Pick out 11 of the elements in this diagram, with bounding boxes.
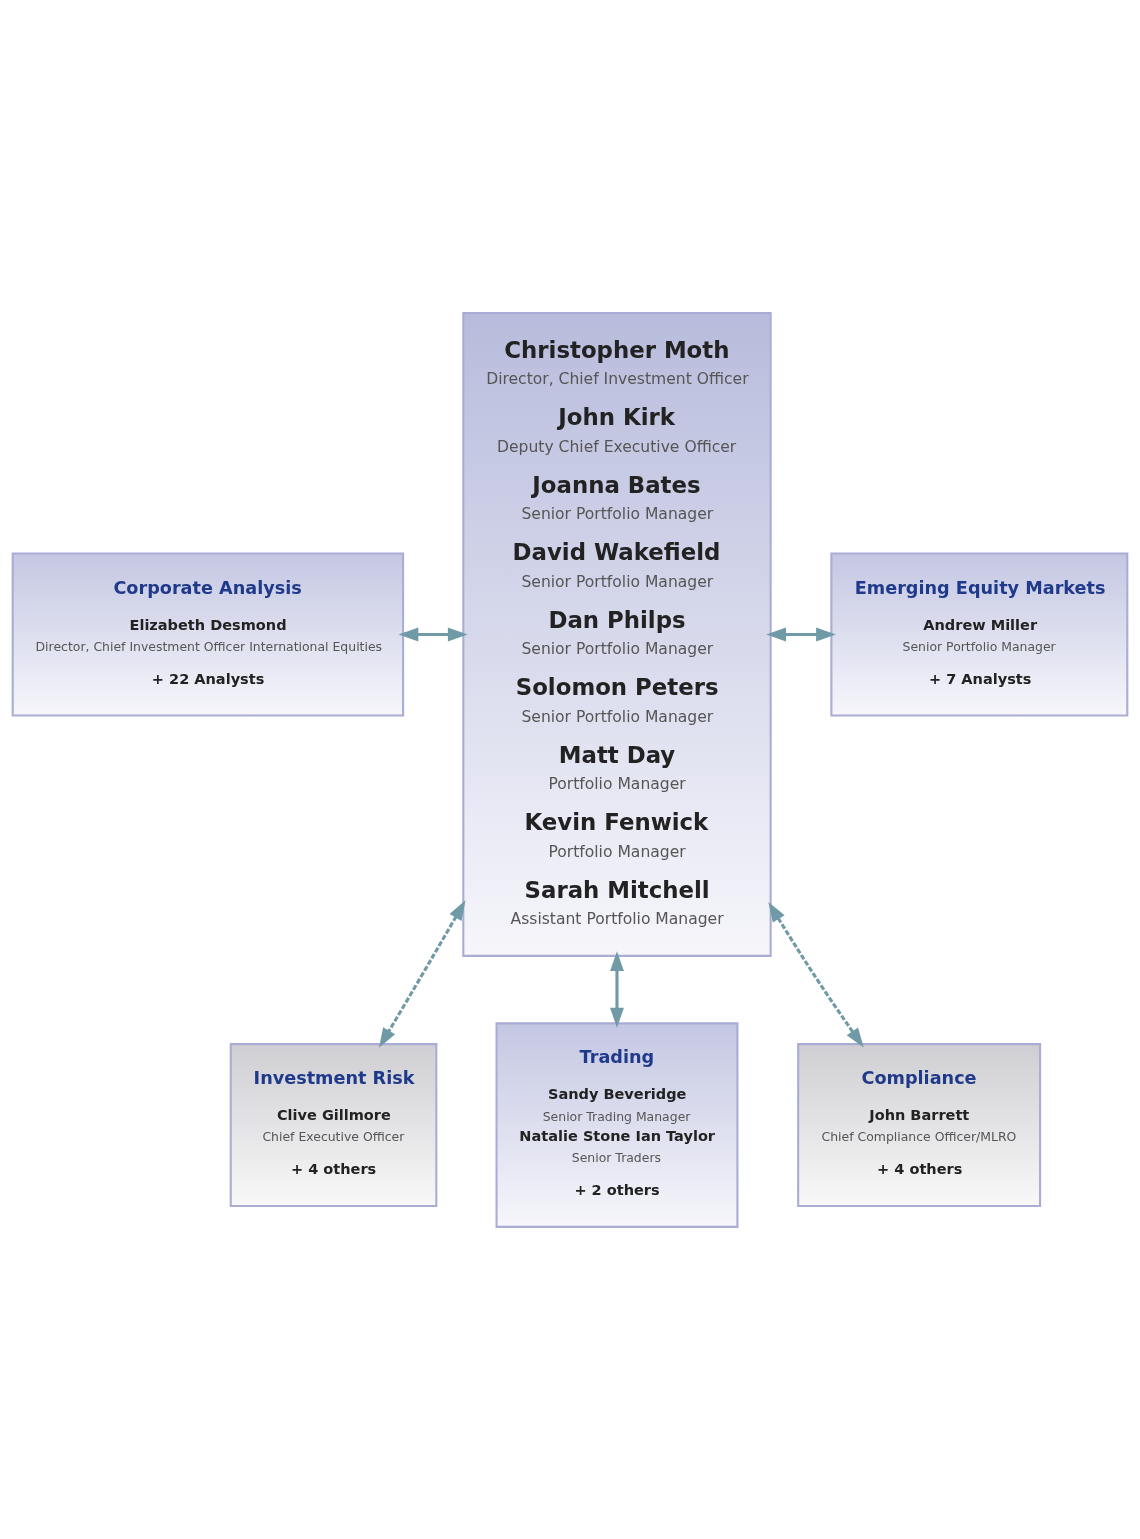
node-box: Corporate Analysis Elizabeth Desmond Director, Chief Investment Officer International Equities + 22 Analysts bbox=[11, 552, 405, 717]
arrow bbox=[398, 627, 468, 641]
arrow bbox=[379, 899, 466, 1048]
arrow bbox=[766, 627, 836, 641]
node-box: Compliance John Barrett Chief Compliance Officer/MLRO + 4 others bbox=[797, 1042, 1042, 1207]
node-box: Christopher Moth Director, Chief Investment Officer John Kirk Deputy Chief Executive Officer Joanna Bates Senior Portfolio Manager David Wakefield Senior Portfolio Manager Dan Philps Senior Portfolio Manager Solomon Peters Senior Portfolio Manager Matt Day Portfolio Manager Kevin Fenwick Portfolio Manager Sarah Mitchell Assistant Portfolio Manager bbox=[462, 311, 772, 957]
arrow bbox=[610, 950, 624, 1028]
node-box: Trading Sandy Beveridge Senior Trading Manager Natalie Stone Ian Taylor Senior Traders + 2 others bbox=[495, 1021, 739, 1228]
node-box: Emerging Equity Markets Andrew Miller Senior Portfolio Manager + 7 Analysts bbox=[830, 552, 1129, 717]
arrow bbox=[768, 901, 864, 1048]
node-box: Investment Risk Clive Gillmore Chief Executive Officer + 4 others bbox=[229, 1042, 438, 1207]
